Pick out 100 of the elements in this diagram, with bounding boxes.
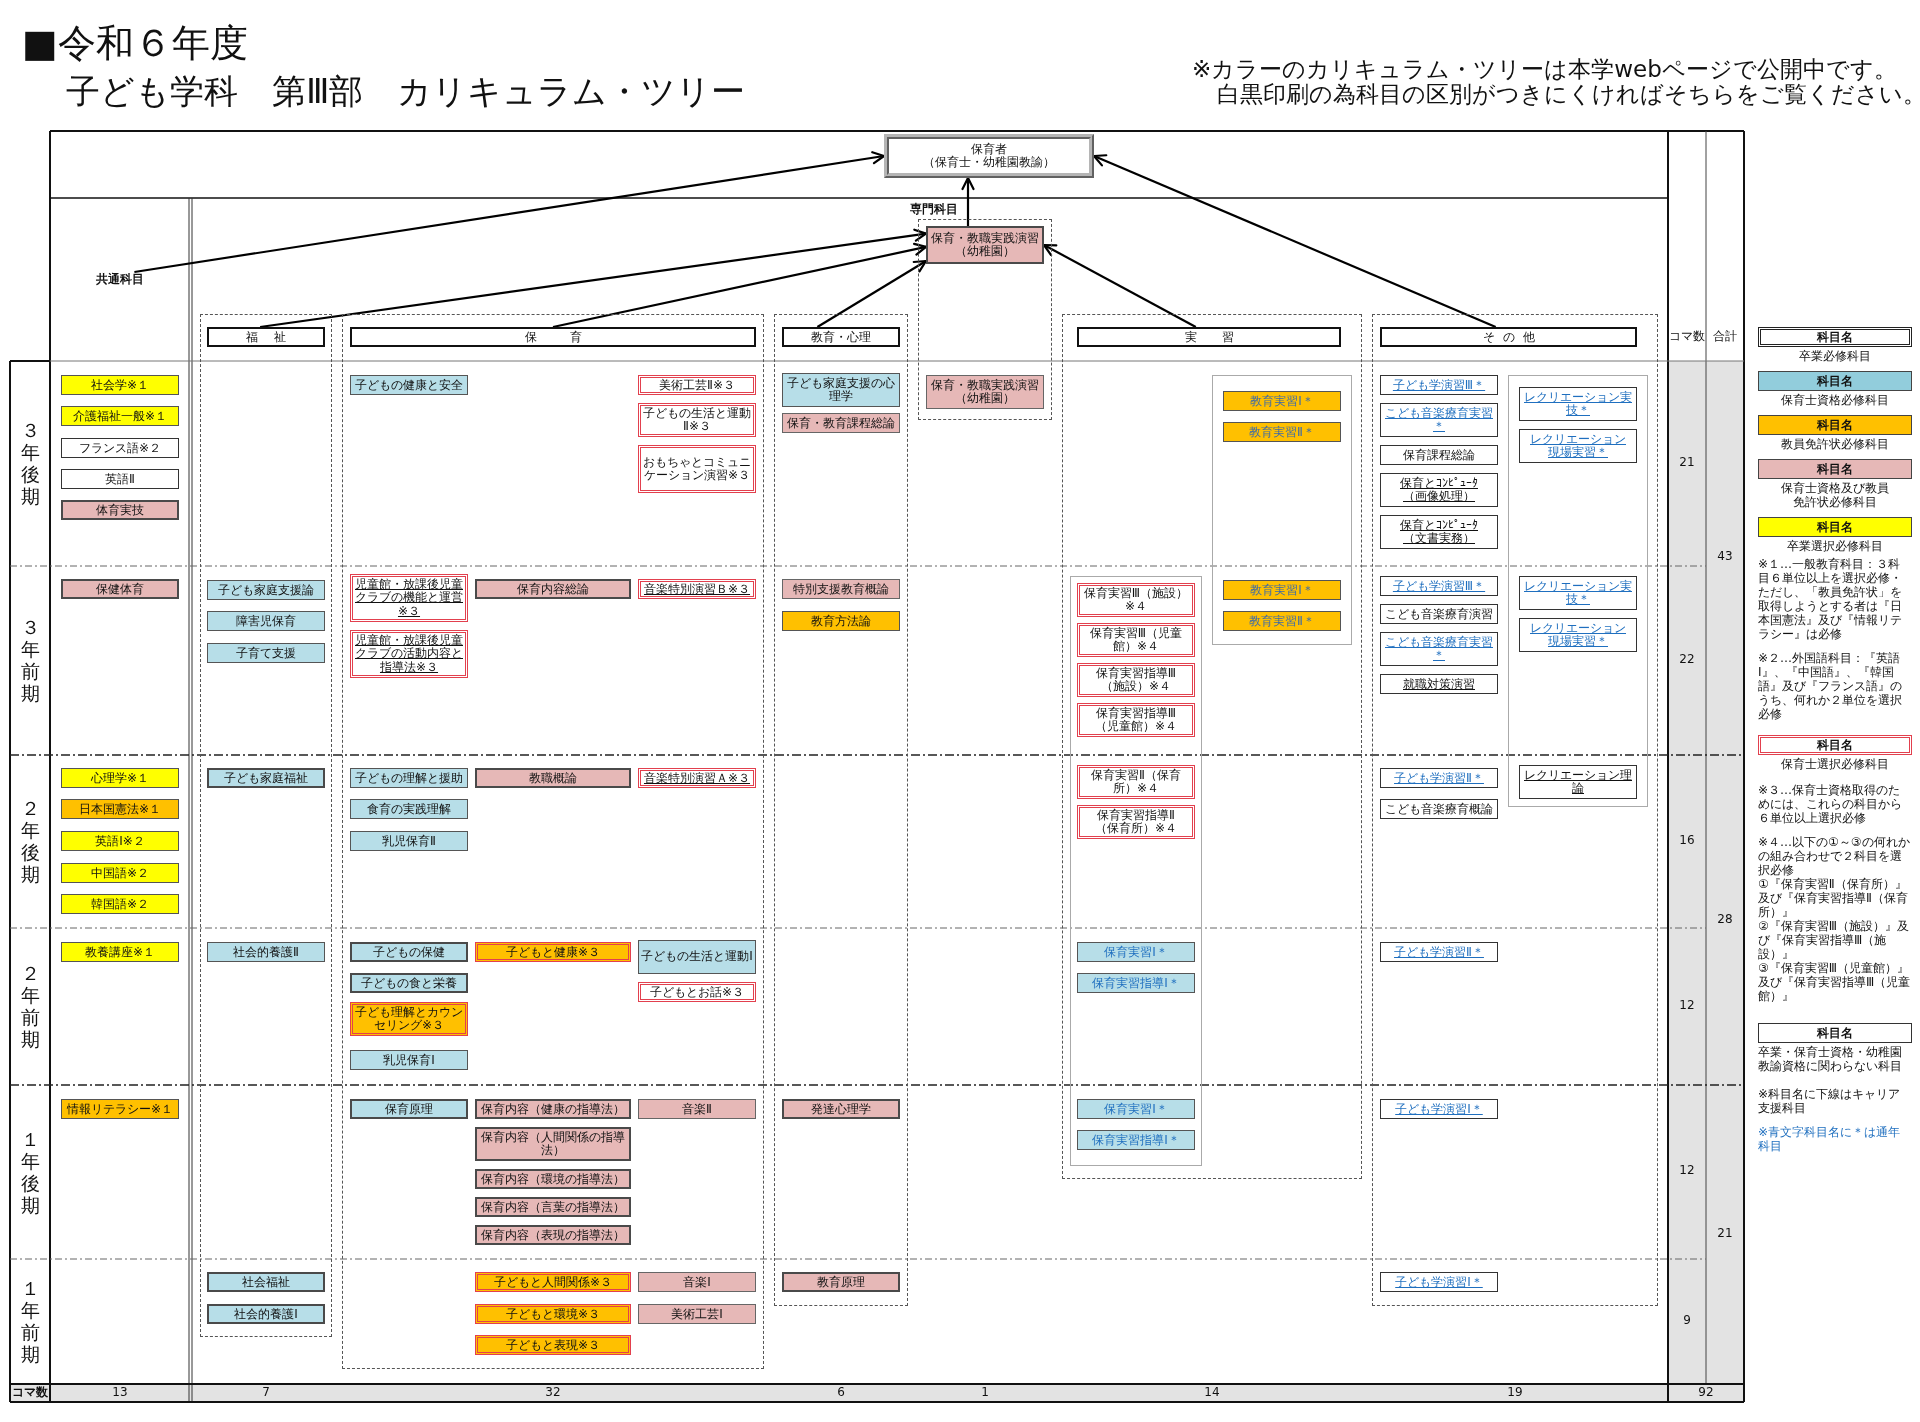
category-header: 実習	[1077, 327, 1341, 347]
course-box: 教養講座※１	[61, 942, 179, 962]
course-box: 子ども学演習Ⅱ＊	[1380, 768, 1498, 788]
arrow	[259, 228, 928, 329]
total-value: 43	[1717, 550, 1733, 564]
count-value: 1	[981, 1386, 989, 1400]
course-box: 情報リテラシー※１	[61, 1099, 179, 1119]
course-box: こども音楽療育実習＊	[1380, 632, 1498, 666]
legend-sample: 科目名	[1758, 327, 1912, 347]
course-box: 子どもとお話※３	[638, 982, 756, 1002]
course-box: 保育とｺﾝﾋﾟｭｰﾀ（画像処理）	[1380, 473, 1498, 507]
course-box: 保育内容（言葉の指導法）	[475, 1197, 631, 1217]
course-box: 子ども学演習Ⅲ＊	[1380, 375, 1498, 395]
course-box: 教育実習Ⅰ＊	[1223, 580, 1341, 600]
count-value: 21	[1679, 456, 1695, 470]
column-header: 合計	[1713, 330, 1737, 344]
course-box: 子どもと人間関係※３	[475, 1272, 631, 1292]
category-header: 保育	[350, 327, 756, 347]
course-box: 教育実習Ⅱ＊	[1223, 422, 1341, 442]
course-box: 保育内容（表現の指導法）	[475, 1225, 631, 1245]
note: ※２…外国語科目：『英語Ⅰ』、『中国語』、『韓国語』及び『フランス語』のうち、何れか２単位を選択必修	[1758, 651, 1903, 721]
course-box: レクリエーション実技＊	[1519, 387, 1637, 421]
count-value: 7	[262, 1386, 270, 1400]
course-box: 保育実習Ⅲ（児童館）※４	[1077, 623, 1195, 657]
legend-sample: 科目名	[1758, 415, 1912, 435]
note: ※４…以下の①～③の何れかの組み合わせで２科目を選択必修	[1758, 835, 1911, 877]
year-heading: ■令和６年度	[22, 22, 248, 66]
goal-box	[884, 134, 1094, 178]
course-box: 心理学※１	[61, 768, 179, 788]
course-box: 子ども学演習Ⅲ＊	[1380, 576, 1498, 596]
course-box: 保育実習指導Ⅲ（施設）※４	[1077, 663, 1195, 697]
course-box: 社会的養護Ⅱ	[207, 942, 325, 962]
legend-sample: 科目名	[1758, 371, 1912, 391]
course-box: 乳児保育Ⅰ	[350, 1050, 468, 1070]
group-frame	[200, 314, 332, 1337]
course-box: 子どもの保健	[350, 942, 468, 962]
group-frame	[342, 314, 764, 1369]
group-frame	[774, 314, 908, 1306]
course-box: 音楽Ⅱ	[638, 1099, 756, 1119]
count-value: 22	[1679, 653, 1695, 667]
course-box: 子どもの健康と安全	[350, 375, 468, 395]
semester-label: ２年後期	[19, 797, 41, 885]
count-value: 12	[1679, 1164, 1695, 1178]
course-box: 介護福祉一般※１	[61, 406, 179, 426]
category-header: 福祉	[207, 327, 325, 347]
course-box: 子どもの生活と運動Ⅰ	[638, 940, 756, 974]
note: ※カラーのカリキュラム・ツリーは本学webページで公開中です。	[1192, 55, 1897, 83]
subgroup-frame	[1212, 375, 1352, 645]
course-box: 保健体育	[61, 579, 179, 599]
course-box: 保育内容総論	[475, 579, 631, 599]
course-box: 障害児保育	[207, 611, 325, 631]
legend-text: 保育士資格必修科目	[1781, 393, 1889, 407]
course-box: 保育・教職実践演習（幼稚園）	[926, 375, 1044, 409]
note: ③『保育実習Ⅲ（児童館）』及び『保育実習指導Ⅲ（児童館）』	[1758, 961, 1912, 1003]
course-box: 保育実習指導Ⅰ＊	[1077, 973, 1195, 993]
course-box: 子どもの食と栄養	[350, 973, 468, 993]
course-box: 教育原理	[782, 1272, 900, 1292]
legend-text: 卒業必修科目	[1799, 349, 1871, 363]
course-box: 保育・教育課程総論	[782, 413, 900, 433]
semester-label: ３年後期	[19, 419, 41, 507]
count-value: 12	[1679, 999, 1695, 1013]
course-box: 社会的養護Ⅰ	[207, 1304, 325, 1324]
note: ①『保育実習Ⅱ（保育所）』及び『保育実習指導Ⅱ（保育所）』	[1758, 877, 1909, 919]
course-box: 保育・教職実践演習（幼稚園）	[926, 226, 1044, 264]
course-box: 教育実習Ⅱ＊	[1223, 611, 1341, 631]
course-box: 特別支援教育概論	[782, 579, 900, 599]
legend-sample: 科目名	[1758, 459, 1912, 479]
note: ※青文字科目名に＊は通年科目	[1758, 1125, 1902, 1153]
course-box: 保育内容（環境の指導法）	[475, 1169, 631, 1189]
legend-sample: 科目名	[1758, 1023, 1912, 1043]
course-box: 児童館・放課後児童クラブの機能と運営※３	[350, 574, 468, 622]
course-box: 就職対策演習	[1380, 674, 1498, 694]
course-box: 子どもと健康※３	[475, 942, 631, 962]
note: ※３…保育士資格取得のためには、これらの科目から６単位以上選択必修	[1758, 783, 1903, 825]
legend-text: 卒業選択必修科目	[1787, 539, 1883, 553]
course-box: 子どもと環境※３	[475, 1304, 631, 1324]
course-box: 子育て支援	[207, 643, 325, 663]
course-box: 中国語※２	[61, 863, 179, 883]
course-box: 保育実習Ⅰ＊	[1077, 942, 1195, 962]
count-value: 9	[1683, 1314, 1691, 1328]
legend-text: 教員免許状必修科目	[1781, 437, 1889, 451]
course-box: 乳児保育Ⅱ	[350, 831, 468, 851]
legend-text: 卒業・保育士資格・幼稚園教諭資格に関わらない科目	[1758, 1045, 1903, 1073]
subgroup-frame	[1508, 375, 1648, 807]
course-box: 保育実習指導Ⅰ＊	[1077, 1130, 1195, 1150]
count-value: 13	[112, 1386, 128, 1400]
course-box: 子ども家庭福祉	[207, 768, 325, 788]
course-box: 子ども家庭支援論	[207, 580, 325, 600]
course-box: 教育方法論	[782, 611, 900, 631]
count-value: 16	[1679, 834, 1695, 848]
arrow	[1092, 154, 1497, 328]
note: ※科目名に下線はキャリア支援科目	[1758, 1087, 1902, 1115]
course-box: 保育実習指導Ⅲ（児童館）※４	[1077, 703, 1195, 737]
arrow	[134, 151, 886, 274]
course-box: こども音楽療育演習	[1380, 604, 1498, 624]
box-subheading: （保育士・幼稚園教諭）	[923, 156, 1055, 170]
category-label: 共通科目	[96, 272, 144, 287]
course-box: 子ども学演習Ⅰ＊	[1380, 1099, 1498, 1119]
course-box: 保育実習Ⅱ（保育所）※４	[1077, 765, 1195, 799]
course-box: 子ども学演習Ⅱ＊	[1380, 942, 1498, 962]
